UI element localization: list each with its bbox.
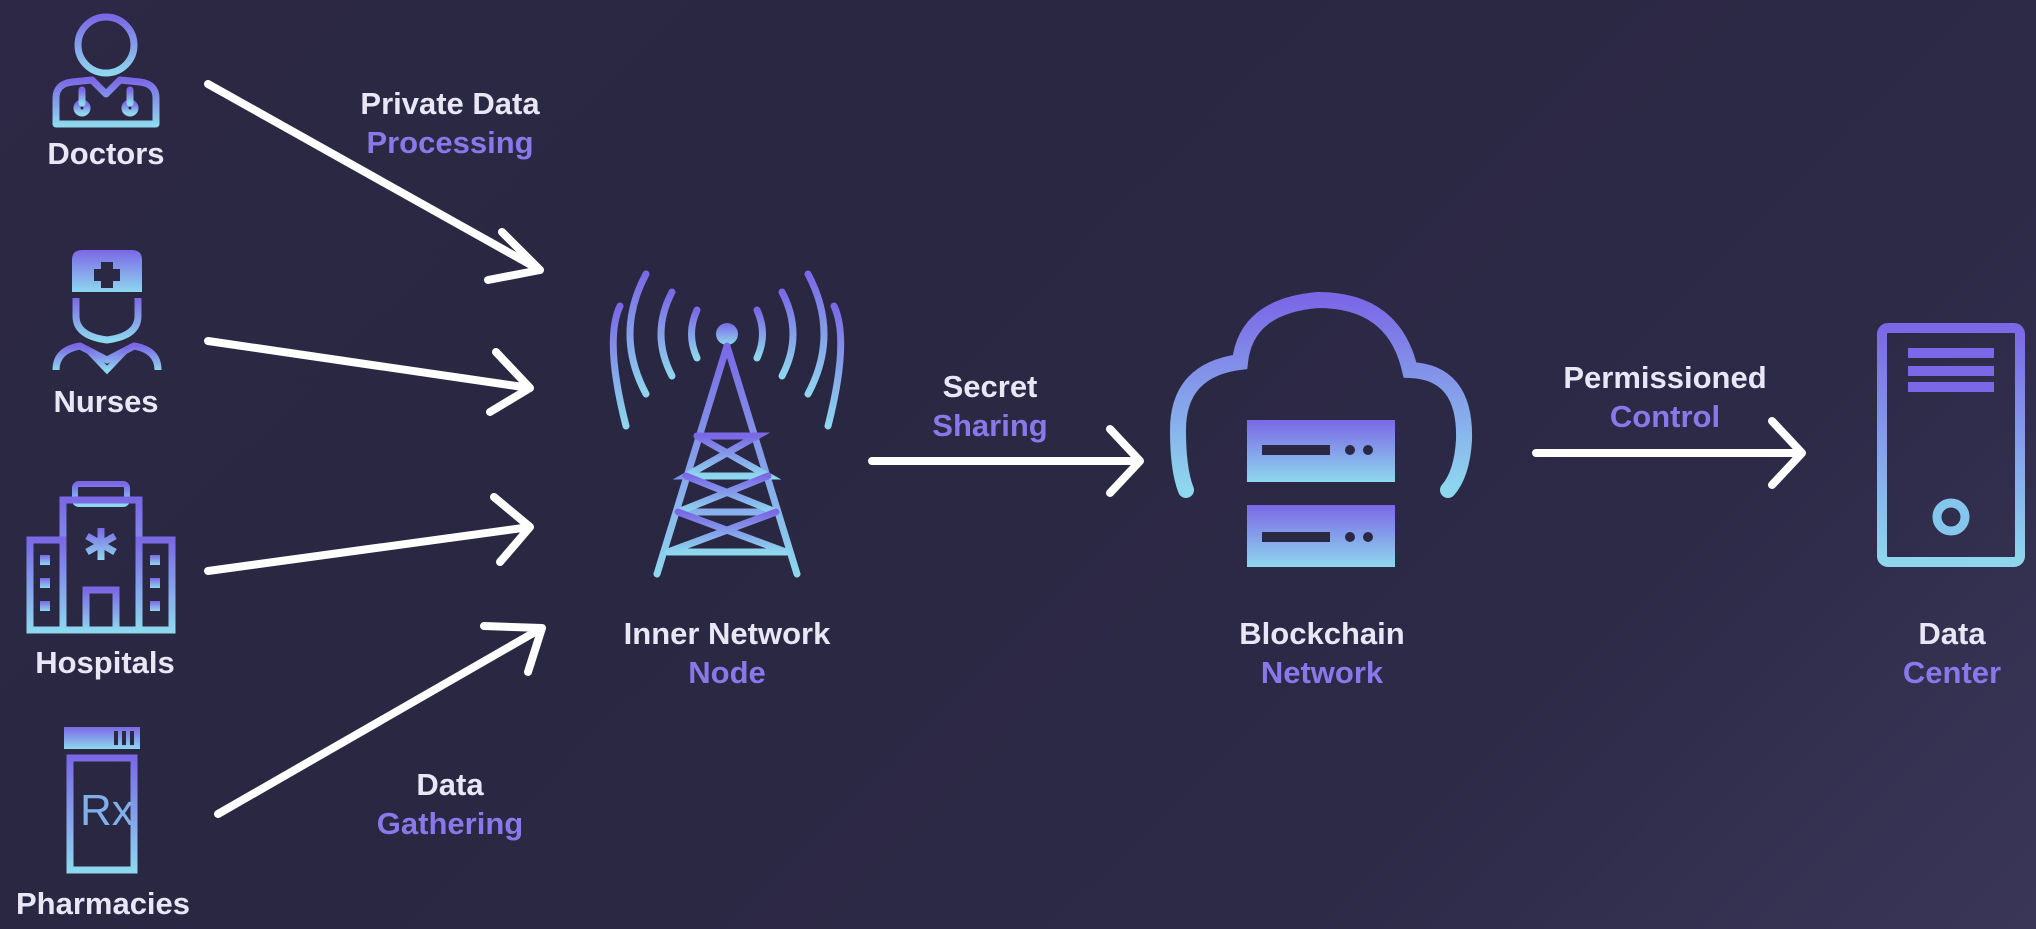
arrow-pharmacies-to-node xyxy=(214,622,546,818)
inner-network-line1: Inner Network xyxy=(623,616,831,651)
server-tower-icon xyxy=(1877,323,2025,567)
hospitals-text: Hospitals xyxy=(35,645,175,680)
data-gathering-line2: Gathering xyxy=(376,806,524,841)
data-center-label: Data Center xyxy=(1880,614,2024,692)
doctors-text: Doctors xyxy=(47,136,165,171)
blockchain-network-label: Blockchain Network xyxy=(1200,614,1444,692)
radio-tower-icon xyxy=(609,270,845,578)
arrow-hospitals-to-node xyxy=(204,493,534,575)
nurses-label: Nurses xyxy=(20,382,192,421)
arrow-blockchain-to-datacenter xyxy=(1532,417,1806,489)
secret-sharing-line1: Secret xyxy=(942,369,1038,404)
data-gathering-line1: Data xyxy=(416,767,484,802)
permissioned-control-line2: Control xyxy=(1609,399,1721,434)
arrow-doctors-to-node xyxy=(204,80,544,284)
permissioned-control-label: Permissioned Control xyxy=(1530,358,1800,436)
arrow-nurses-to-node xyxy=(204,337,534,416)
data-center-line2: Center xyxy=(1902,655,2002,690)
inner-network-line2: Node xyxy=(688,655,766,690)
private-processing-line1: Private Data xyxy=(360,86,540,121)
nurse-icon xyxy=(52,250,162,375)
pharmacies-label: Pharmacies xyxy=(0,884,206,923)
arrow-node-to-blockchain xyxy=(868,425,1144,497)
rx-mark: Rx xyxy=(80,786,134,835)
pharmacies-text: Pharmacies xyxy=(15,886,191,921)
private-data-processing-label: Private Data Processing xyxy=(330,84,570,162)
data-gathering-label: Data Gathering xyxy=(340,765,560,843)
hospitals-label: Hospitals xyxy=(10,643,200,682)
hospital-icon xyxy=(26,481,176,634)
doctor-icon xyxy=(52,13,160,128)
permissioned-control-line1: Permissioned xyxy=(1563,360,1767,395)
cloud-server-icon xyxy=(1169,291,1473,567)
data-center-line1: Data xyxy=(1918,616,1986,651)
blockchain-line1: Blockchain xyxy=(1239,616,1405,651)
secret-sharing-label: Secret Sharing xyxy=(880,367,1100,445)
nurses-text: Nurses xyxy=(53,384,159,419)
blockchain-line2: Network xyxy=(1260,655,1384,690)
inner-network-node-label: Inner Network Node xyxy=(590,614,864,692)
doctors-label: Doctors xyxy=(20,134,192,173)
secret-sharing-line2: Sharing xyxy=(932,408,1048,443)
private-processing-line2: Processing xyxy=(366,125,534,160)
pharmacy-bottle-icon: Rx xyxy=(64,727,140,874)
